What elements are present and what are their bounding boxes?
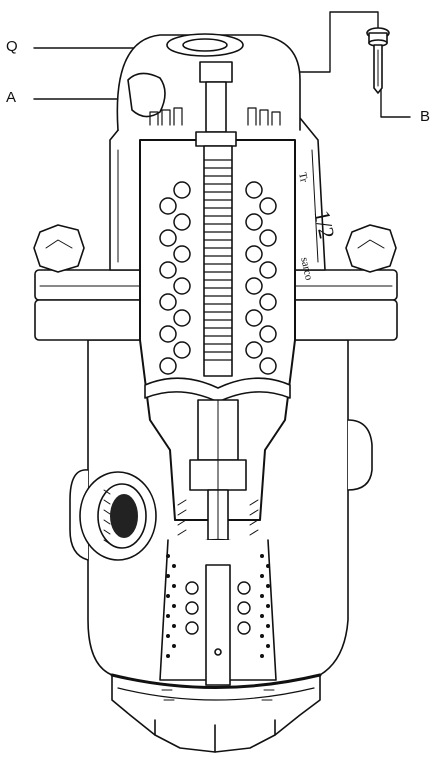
spring-coils-right: [245, 181, 277, 375]
label-q: Q: [6, 38, 18, 55]
spring-coils-left: [159, 181, 191, 375]
cast-brand-text: sarco: [298, 256, 315, 282]
leader-cap: [289, 11, 379, 73]
leader-b: [380, 74, 411, 118]
cast-size-text: 1/2: [310, 208, 340, 241]
strainer-screen: [159, 539, 277, 701]
label-b: B: [420, 108, 430, 125]
pin-part: [366, 27, 390, 94]
cast-prefix-text: Tr: [296, 171, 310, 184]
cast-marking: 1/2: [310, 208, 340, 241]
diaphragm: [144, 377, 291, 403]
label-a: A: [6, 89, 17, 106]
